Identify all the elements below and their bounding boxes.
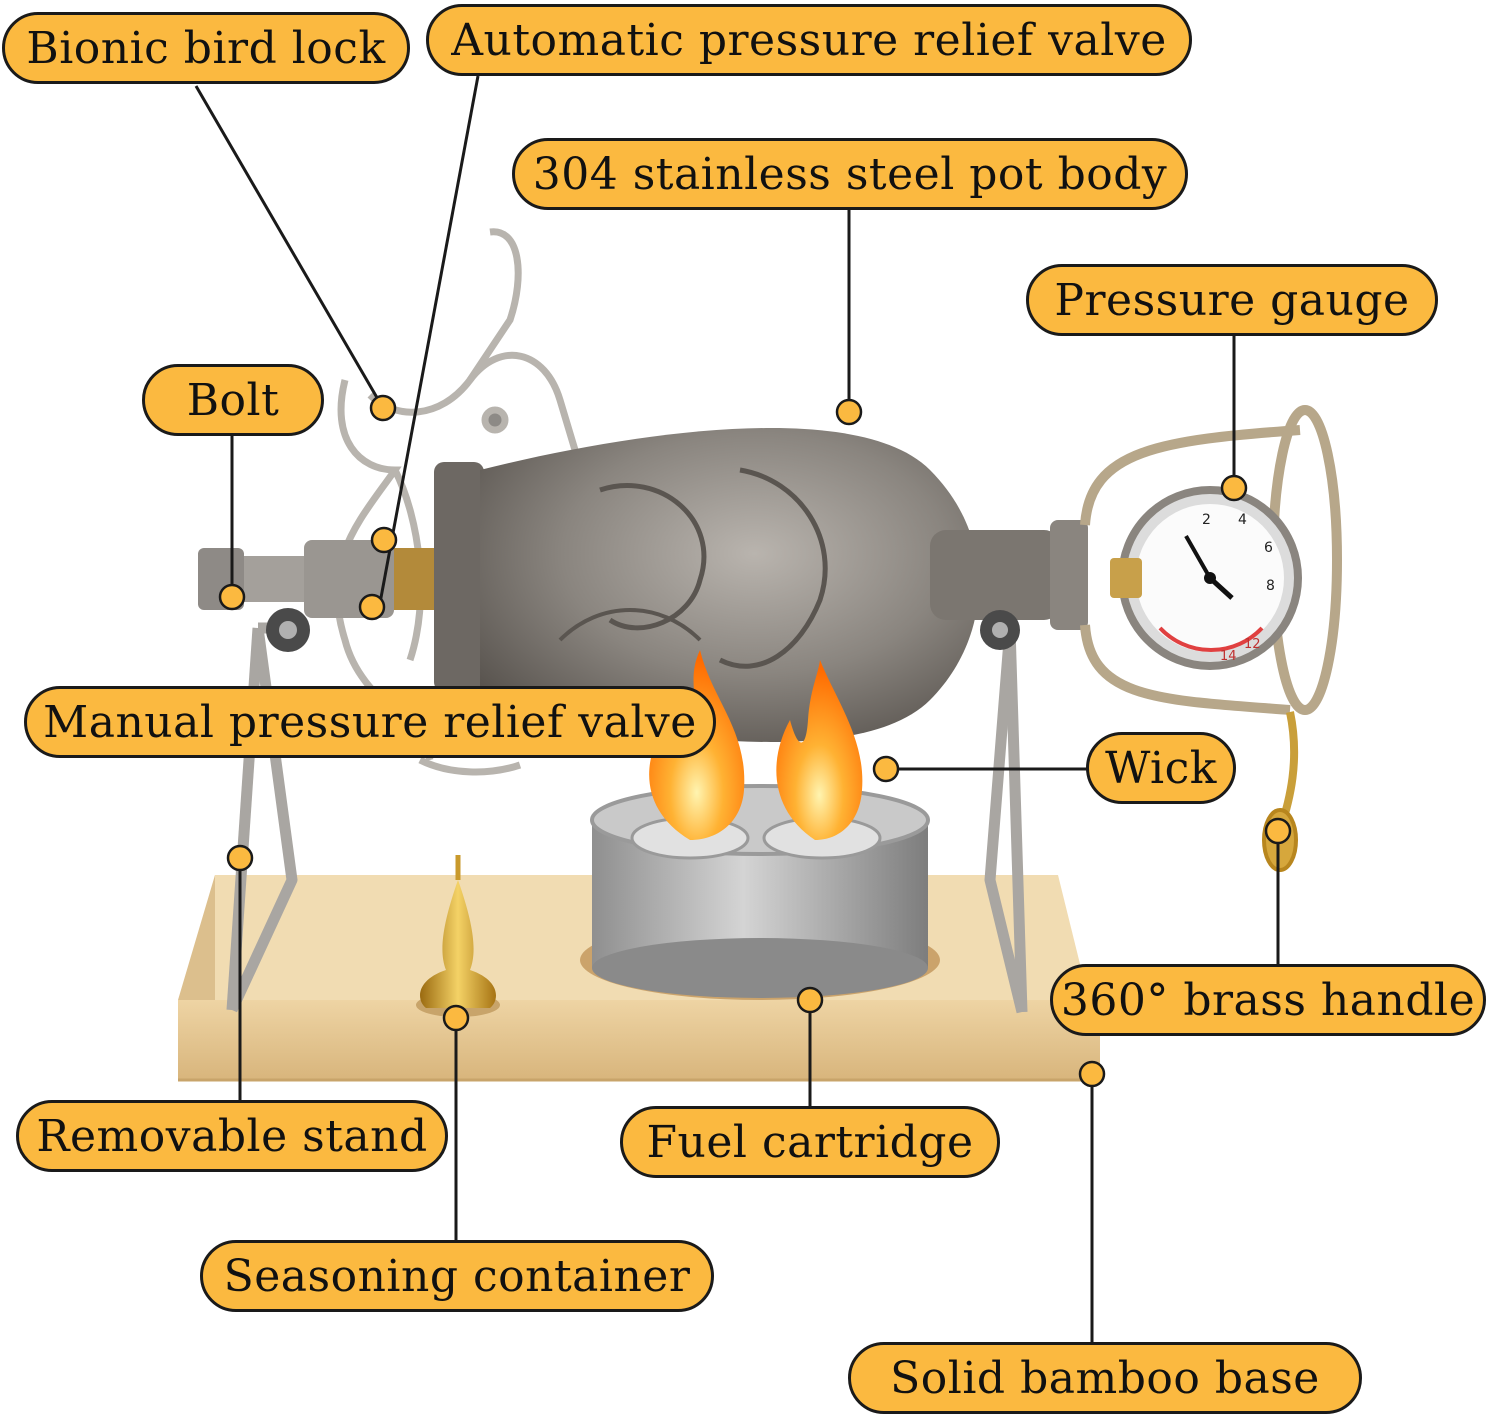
gauge-tick-4: 4 bbox=[1238, 512, 1247, 528]
label-bionic-bird-lock: Bionic bird lock bbox=[2, 12, 410, 84]
gauge-tick-8: 8 bbox=[1266, 578, 1275, 594]
gauge-tick-2: 2 bbox=[1202, 512, 1211, 528]
label-brass-handle: 360° brass handle bbox=[1050, 964, 1486, 1036]
fuel-cartridge bbox=[590, 784, 930, 998]
label-bolt: Bolt bbox=[142, 364, 324, 436]
label-pot-body: 304 stainless steel pot body bbox=[512, 138, 1188, 210]
seasoning-container bbox=[420, 855, 496, 1008]
label-removable-stand: Removable stand bbox=[16, 1100, 448, 1172]
gauge-tick-6: 6 bbox=[1264, 540, 1273, 556]
dot-bamboo bbox=[1078, 1060, 1106, 1088]
bolt-assembly bbox=[198, 462, 484, 692]
dot-auto-valve bbox=[370, 526, 398, 554]
dot-manual-valve bbox=[358, 593, 386, 621]
label-automatic-pressure-relief-valve: Automatic pressure relief valve bbox=[426, 4, 1192, 76]
dot-wick bbox=[872, 755, 900, 783]
gauge-tick-14: 14 bbox=[1220, 649, 1237, 664]
right-stand bbox=[984, 627, 1028, 1014]
dot-bolt bbox=[218, 583, 246, 611]
label-manual-pressure-relief-valve: Manual pressure relief valve bbox=[24, 686, 716, 758]
label-seasoning-container: Seasoning container bbox=[200, 1240, 714, 1312]
dot-bird-lock bbox=[369, 394, 397, 422]
leader-lines bbox=[194, 75, 1280, 1344]
label-wick: Wick bbox=[1086, 732, 1236, 804]
marker-dots bbox=[218, 394, 1292, 1088]
dot-gauge bbox=[1220, 474, 1248, 502]
gauge-tick-12: 12 bbox=[1244, 637, 1261, 652]
pressure-gauge: 2 4 6 8 14 12 bbox=[1110, 486, 1302, 670]
dot-pot-body bbox=[835, 398, 863, 426]
label-fuel-cartridge: Fuel cartridge bbox=[620, 1106, 1000, 1178]
dot-stand bbox=[226, 844, 254, 872]
dot-handle bbox=[1264, 817, 1292, 845]
dot-fuel bbox=[796, 986, 824, 1014]
dot-seasoning bbox=[442, 1004, 470, 1032]
pot-body bbox=[480, 428, 1088, 742]
label-pressure-gauge: Pressure gauge bbox=[1026, 264, 1438, 336]
label-bamboo-base: Solid bamboo base bbox=[848, 1342, 1362, 1414]
